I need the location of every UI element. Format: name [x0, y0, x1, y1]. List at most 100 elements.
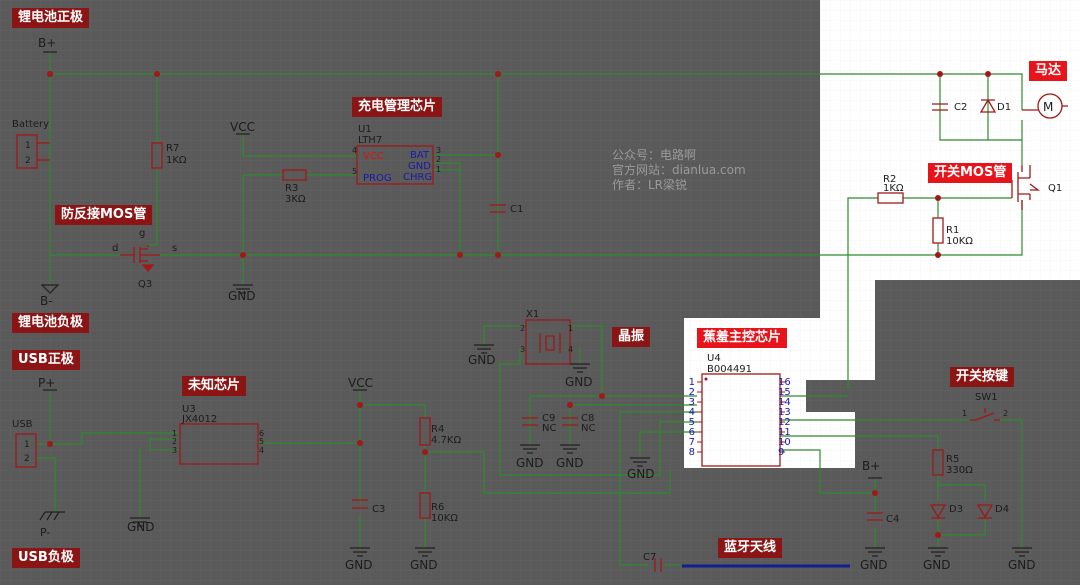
junction	[422, 449, 428, 455]
text-group: B+ B- VCC GND VCC P+ P- GND GND GND GND …	[12, 36, 1062, 572]
u4-pin1-marker	[704, 377, 708, 381]
battery-pins	[37, 142, 50, 161]
gnd-symbol	[630, 457, 650, 467]
q3-d: d	[112, 243, 118, 254]
c2-body	[932, 103, 948, 111]
junction	[935, 532, 941, 538]
u3-p4: 4	[259, 446, 264, 455]
d1-body	[979, 98, 997, 113]
d3-ref: D3	[949, 504, 963, 515]
x1-p3: 3	[520, 345, 525, 354]
gnd-symbol	[560, 444, 580, 454]
r5-body	[932, 449, 944, 476]
wire-u1-gnd	[433, 162, 461, 255]
wire-usb-pos	[36, 432, 178, 445]
junction	[357, 402, 363, 408]
u4-pin-right: 15	[778, 387, 791, 398]
r6-val: 10KΩ	[431, 513, 458, 524]
u4-part: B004491	[707, 364, 752, 375]
u4-pin-right: 9	[778, 447, 784, 458]
wire-sw-gnd	[1000, 419, 1023, 548]
junction	[599, 393, 605, 399]
junction	[357, 440, 363, 446]
wire-u4-gnd	[639, 431, 697, 458]
wire-u1-prog	[242, 174, 357, 285]
q3-ref: Q3	[138, 279, 152, 290]
junction	[47, 71, 53, 77]
battery-connector	[16, 134, 38, 169]
battery-pin1: 1	[25, 141, 31, 151]
c1-ref: C1	[510, 204, 523, 215]
junction-group	[47, 71, 991, 538]
label-li-pos: 锂电池正极	[12, 8, 90, 28]
r4-val: 4.7KΩ	[431, 435, 461, 446]
r1-ref: R1	[946, 225, 959, 236]
wire-x1-left	[483, 325, 697, 476]
junction	[872, 490, 878, 496]
wire-u4-q1-gate	[847, 197, 1012, 389]
u3-p2: 2	[172, 437, 177, 446]
u4-pin-left: 6	[689, 427, 695, 438]
junction	[985, 71, 991, 77]
c4-ref: C4	[886, 514, 899, 525]
wire-u3-gnd	[139, 438, 178, 518]
net-gnd-c4: GND	[860, 558, 888, 572]
gnd-symbol	[1012, 547, 1032, 557]
gnd-symbol	[130, 517, 150, 527]
gnd-symbol	[865, 547, 885, 557]
junction	[495, 71, 501, 77]
component-group	[15, 93, 1068, 572]
d4-body	[976, 504, 994, 519]
sw1-ref: SW1	[975, 392, 998, 403]
q3-g: g	[139, 228, 145, 239]
u1-p2: 2	[436, 155, 441, 164]
u3-p3: 3	[172, 446, 177, 455]
u4-pin-left: 2	[689, 387, 695, 398]
highlight-grid	[684, 0, 1080, 468]
wire-r7	[148, 74, 158, 246]
wire-group	[36, 52, 1023, 566]
u1-p4: 4	[352, 146, 357, 155]
junction	[240, 252, 246, 258]
r1-body	[932, 217, 944, 244]
r4-body	[419, 417, 431, 446]
c4-body	[867, 512, 883, 521]
wire-u4-antenna	[619, 411, 697, 566]
u1-bat-pin: BAT	[410, 150, 430, 161]
junction	[154, 71, 160, 77]
c8-val: NC	[581, 423, 595, 434]
net-vcc-2: VCC	[348, 376, 373, 390]
gnd-symbol	[415, 547, 435, 557]
r2-val: 1KΩ	[883, 183, 904, 194]
gnd-symbol	[928, 547, 948, 557]
r7-body	[151, 142, 163, 169]
gnd-symbol	[570, 363, 590, 373]
label-switch-key: 开关按键	[950, 367, 1015, 387]
u4-pin-left: 8	[689, 447, 695, 458]
u4-pin-left: 7	[689, 437, 695, 448]
label-usb-neg: USB负极	[12, 548, 80, 568]
net-vcc: VCC	[230, 120, 255, 134]
u4-pin-left: 1	[689, 377, 695, 388]
q3-diode	[141, 264, 155, 273]
wire-r5	[780, 435, 939, 500]
pminus-symbol	[39, 511, 65, 521]
net-gnd-led: GND	[923, 558, 951, 572]
r3-body	[282, 169, 307, 181]
x1-p4: 4	[568, 345, 573, 354]
u4-pin-right: 13	[778, 407, 791, 418]
gnd-symbol	[520, 444, 540, 454]
u1-p1: 1	[436, 165, 441, 174]
r7-ref: R7	[166, 143, 179, 154]
c9-ref: C9	[542, 413, 555, 424]
q1-ref: Q1	[1048, 183, 1062, 194]
junction	[495, 152, 501, 158]
u3-body	[179, 423, 259, 465]
wire-motor-parallel	[939, 74, 1022, 141]
u4-ref: U4	[707, 353, 721, 364]
r6-body	[419, 492, 431, 519]
q1-body	[1011, 165, 1031, 210]
label-charger: 充电管理芯片	[352, 97, 443, 117]
